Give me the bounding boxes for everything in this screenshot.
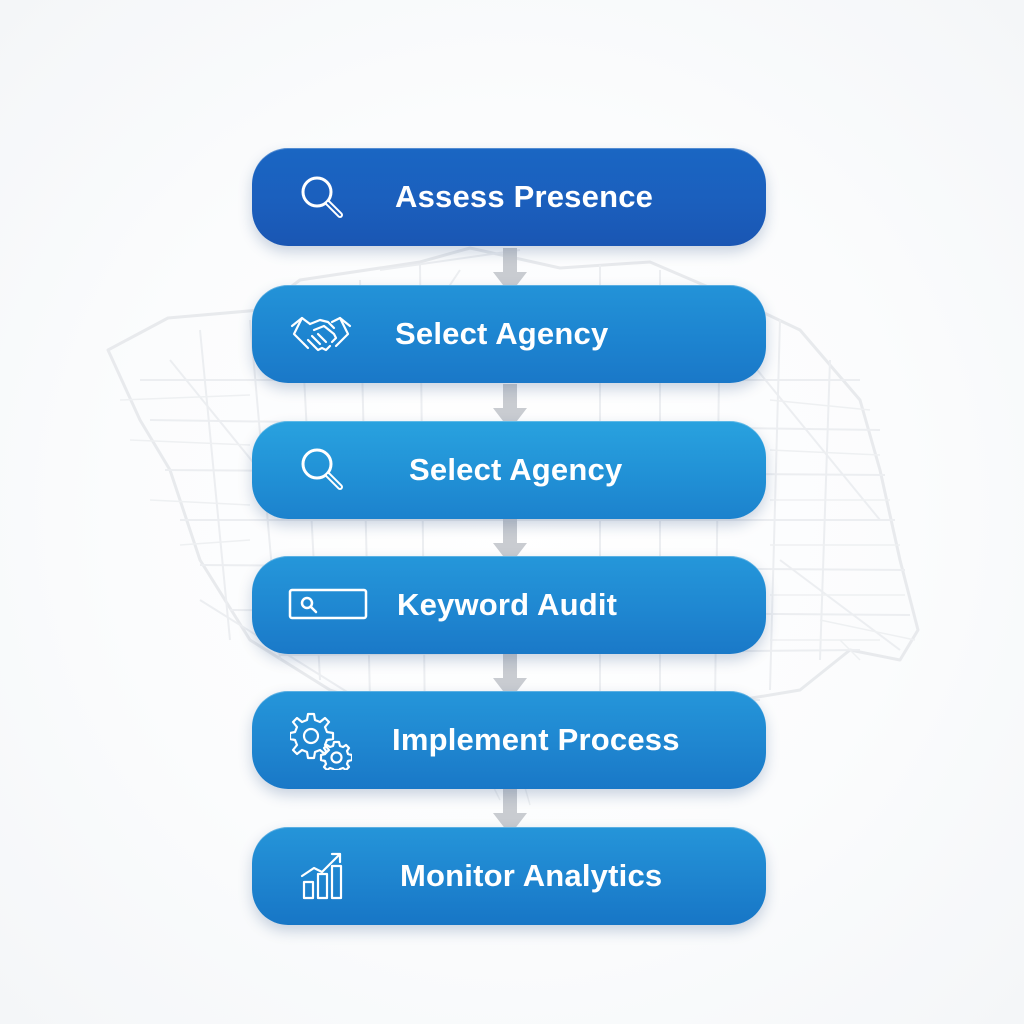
- down-arrow-5: [493, 789, 527, 835]
- step-implement-process[interactable]: Implement Process: [252, 691, 766, 789]
- handshake-icon: [290, 304, 352, 364]
- step-keyword-audit[interactable]: Keyword Audit: [252, 556, 766, 654]
- magnifying-glass-icon: [292, 440, 354, 500]
- down-arrow-4: [493, 654, 527, 700]
- step-label: Monitor Analytics: [400, 858, 663, 893]
- down-arrow-1: [493, 248, 527, 294]
- search-bar-icon: [288, 575, 370, 635]
- step-label: Select Agency: [409, 452, 623, 487]
- magnifying-glass-icon: [292, 167, 354, 227]
- step-label: Keyword Audit: [397, 587, 618, 622]
- step-label: Assess Presence: [395, 179, 654, 214]
- step-label: Select Agency: [395, 316, 609, 351]
- down-arrow-2: [493, 384, 527, 430]
- down-arrow-3: [493, 519, 527, 565]
- gears-icon: [290, 710, 352, 770]
- step-select-agency[interactable]: Select Agency: [252, 285, 766, 383]
- step-label: Implement Process: [392, 722, 680, 757]
- step-assess-presence[interactable]: Assess Presence: [252, 148, 766, 246]
- step-select-agency-search[interactable]: Select Agency: [252, 421, 766, 519]
- step-monitor-analytics[interactable]: Monitor Analytics: [252, 827, 766, 925]
- growth-chart-icon: [296, 846, 358, 906]
